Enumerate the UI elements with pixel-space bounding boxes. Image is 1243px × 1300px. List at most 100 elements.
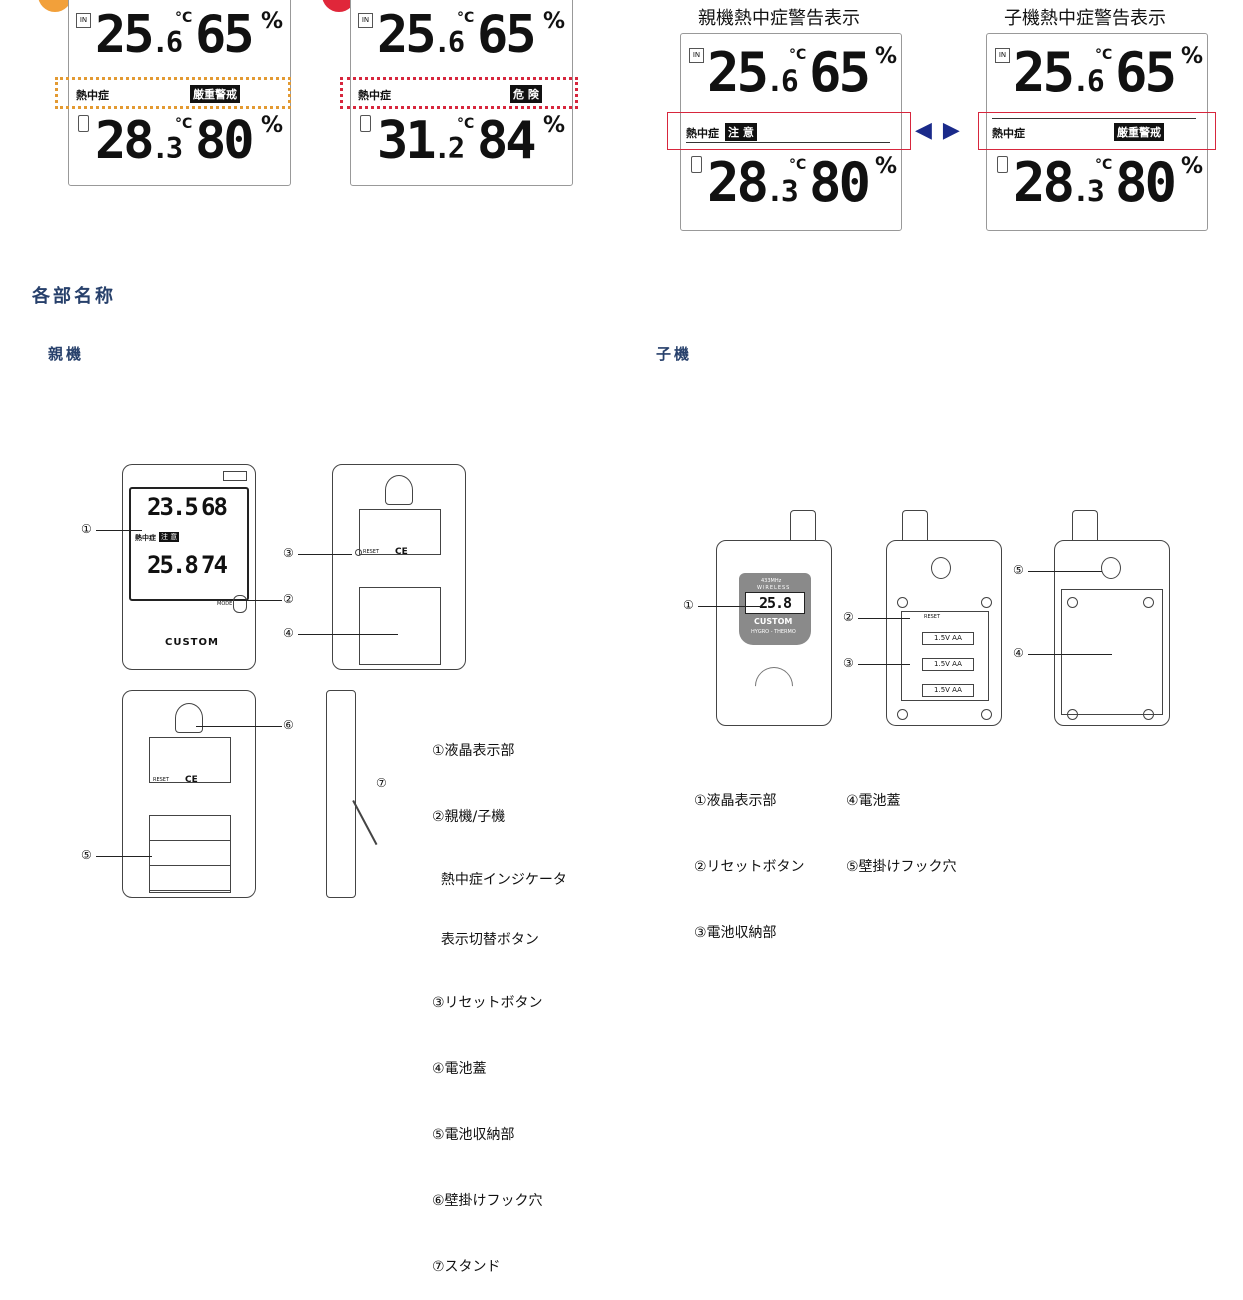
unit-percent: %: [1181, 44, 1204, 69]
callout-6: ⑥: [283, 718, 294, 732]
callout-5: ⑤: [1013, 563, 1024, 577]
device-heat-label: 熱中症: [135, 534, 156, 542]
leader-line: [196, 726, 282, 727]
section-title: 各部名称: [32, 286, 116, 307]
parent-legend: ①液晶表示部 ②親機/子機 熱中症インジケータ 表示切替ボタン ③リセットボタン…: [432, 696, 567, 1300]
legend-item: ④電池蓋: [846, 793, 901, 809]
warning-badge: 注 意: [725, 123, 757, 141]
reset-label: RESET: [153, 777, 170, 783]
warning-badge: 危 険: [510, 85, 542, 103]
divider-line: [686, 142, 890, 143]
antenna: [1072, 510, 1098, 543]
unit-percent: %: [1181, 154, 1204, 179]
antenna: [902, 510, 928, 543]
wireless-label: WIRELESS: [757, 585, 791, 591]
battery: 1.5V AA: [922, 658, 974, 671]
unit-celsius: °C: [1095, 47, 1113, 63]
battery-cover: [1061, 589, 1163, 715]
reset-hole: [355, 549, 362, 556]
leader-line: [1028, 654, 1112, 655]
device-indoor-temp: 23.5: [147, 493, 199, 521]
heat-label: 熱中症: [358, 89, 391, 102]
unit-percent: %: [543, 113, 566, 138]
legend-item: ①液晶表示部: [432, 743, 515, 759]
window: [359, 509, 441, 555]
parent-back-view: RESET CE: [332, 464, 466, 670]
highlight-red-frame: [978, 112, 1216, 150]
screw: [1067, 597, 1078, 608]
unit-celsius: °C: [175, 10, 193, 26]
outdoor-sensor-icon: [997, 156, 1008, 173]
unit-celsius: °C: [457, 10, 475, 26]
screw: [981, 597, 992, 608]
callout-4: ④: [1013, 646, 1024, 660]
legend-item: 表示切替ボタン: [432, 932, 539, 948]
legend-item: ⑦スタンド: [432, 1259, 501, 1275]
outdoor-temp: 31.2: [377, 111, 465, 171]
leader-line: [698, 606, 762, 607]
leader-line: [858, 664, 910, 665]
divider-line: [992, 118, 1196, 119]
indoor-temp: 25.6: [377, 5, 465, 65]
child-panel-title: 子機熱中症警告表示: [1004, 8, 1166, 29]
outdoor-temp: 28.3: [95, 111, 183, 171]
lcd-panel-child: IN 25.6 °C 65 % 熱中症 厳重警戒 28.3 °C 80 %: [986, 33, 1208, 231]
unit-celsius: °C: [789, 157, 807, 173]
callout-3: ③: [843, 656, 854, 670]
legend-item: ③電池収納部: [694, 925, 777, 941]
parent-panel-title: 親機熱中症警告表示: [698, 8, 860, 29]
highlight-red-frame: [667, 112, 911, 150]
reset-label: RESET: [924, 614, 941, 620]
device-indoor-hum: 68: [201, 493, 228, 521]
screw: [1143, 597, 1154, 608]
callout-7: ⑦: [376, 776, 387, 790]
outdoor-humidity: 84: [477, 111, 537, 171]
battery-cover: [359, 587, 441, 665]
child-legend-left: ①液晶表示部 ②リセットボタン ③電池収納部: [694, 746, 805, 966]
callout-2: ②: [283, 592, 294, 606]
freq-label: 433MHz: [761, 578, 782, 584]
unit-percent: %: [261, 9, 284, 34]
callout-4: ④: [283, 626, 294, 640]
callout-3: ③: [283, 546, 294, 560]
legend-item: ②リセットボタン: [694, 859, 805, 875]
device-outdoor-hum: 74: [201, 551, 228, 579]
indoor-house-icon: IN: [358, 13, 373, 28]
screw: [1143, 709, 1154, 720]
leader-line: [298, 634, 398, 635]
callout-1: ①: [81, 522, 92, 536]
leader-line: [858, 618, 910, 619]
child-legend-right: ④電池蓋 ⑤壁掛けフック穴: [846, 746, 957, 900]
outdoor-humidity: 80: [1115, 151, 1177, 214]
outdoor-humidity: 80: [195, 111, 255, 171]
legend-item: ①液晶表示部: [694, 793, 777, 809]
legend-item: ③リセットボタン: [432, 995, 543, 1011]
legend-item: ⑤電池収納部: [432, 1127, 515, 1143]
screw: [897, 709, 908, 720]
legend-item: ④電池蓋: [432, 1061, 487, 1077]
outdoor-sensor-icon: [78, 115, 89, 132]
unit-celsius: °C: [457, 116, 475, 132]
switch-arrows: ◀ ▶: [915, 118, 962, 143]
battery: 1.5V AA: [922, 632, 974, 645]
battery-compartment: RESET 1.5V AA 1.5V AA 1.5V AA: [901, 611, 989, 701]
unit-celsius: °C: [1095, 157, 1113, 173]
child-subtitle: HYGRO - THERMO: [751, 629, 796, 635]
outdoor-sensor-icon: [691, 156, 702, 173]
indoor-house-icon: IN: [76, 13, 91, 28]
heat-label: 熱中症: [76, 89, 109, 102]
ce-mark: CE: [185, 775, 198, 785]
parent-side-view: [326, 690, 356, 898]
indoor-humidity: 65: [477, 5, 537, 65]
antenna: [790, 510, 816, 543]
sensor-grille: [223, 471, 247, 481]
window: [149, 737, 231, 783]
device-lcd: 23.5 68 熱中症 注 意 25.8 74: [129, 487, 249, 601]
outdoor-humidity: 80: [809, 151, 871, 214]
legend-item: ②親機/子機: [432, 809, 506, 825]
indoor-temp: 25.6: [95, 5, 183, 65]
indoor-humidity: 65: [809, 41, 871, 104]
screw: [897, 597, 908, 608]
leader-line: [244, 600, 282, 601]
legend-item: 熱中症インジケータ: [432, 872, 567, 888]
